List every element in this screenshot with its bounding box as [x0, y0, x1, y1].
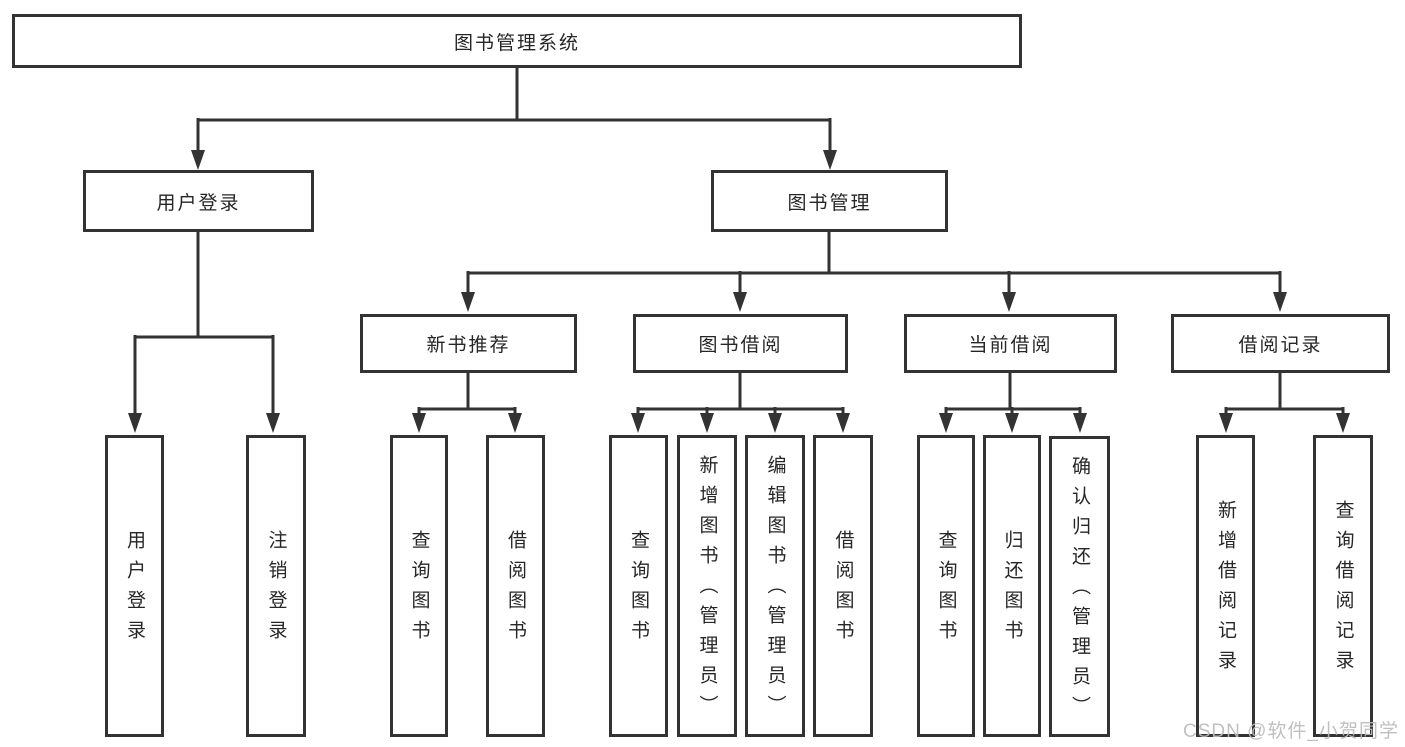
node-leaf-edit-book-admin: 编辑图书（管理员） [745, 435, 805, 737]
node-label: 图书借阅 [698, 335, 783, 356]
node-current-borrowing: 当前借阅 [904, 314, 1117, 373]
node-label: 新增图书（管理员） [696, 455, 718, 725]
node-borrowing-records: 借阅记录 [1171, 314, 1390, 373]
node-label: 用户登录 [124, 530, 145, 650]
node-leaf-query-books-borrowing: 查询图书 [609, 435, 668, 737]
node-book-borrowing: 图书借阅 [633, 314, 848, 373]
node-label: 用户登录 [156, 192, 241, 214]
csdn-watermark: CSDN @软件_小贺同学 [1183, 721, 1399, 742]
node-label: 编辑图书（管理员） [764, 455, 786, 725]
node-leaf-add-book-admin: 新增图书（管理员） [677, 435, 737, 737]
node-label: 查询图书 [628, 530, 649, 650]
node-label: 借阅记录 [1238, 335, 1323, 356]
node-library-management-system: 图书管理系统 [12, 14, 1022, 68]
node-book-management: 图书管理 [711, 170, 948, 232]
node-label: 图书管理系统 [453, 32, 580, 54]
node-label: 注销登录 [265, 530, 287, 650]
node-label: 当前借阅 [968, 335, 1053, 356]
node-label: 图书管理 [787, 192, 872, 214]
node-new-book-recommend: 新书推荐 [360, 314, 577, 373]
node-label: 借阅图书 [832, 530, 854, 650]
node-label: 归还图书 [1001, 530, 1023, 650]
node-leaf-logout-login: 注销登录 [246, 435, 306, 737]
node-user-login: 用户登录 [83, 170, 314, 232]
node-leaf-query-books-recommend: 查询图书 [390, 435, 448, 737]
node-label: 查询图书 [935, 530, 957, 650]
node-leaf-query-borrow-record: 查询借阅记录 [1313, 435, 1373, 737]
node-leaf-borrow-books-recommend: 借阅图书 [486, 435, 545, 737]
node-label: 借阅图书 [505, 530, 526, 650]
node-label: 查询图书 [408, 530, 430, 650]
node-leaf-user-login: 用户登录 [105, 435, 164, 737]
node-label: 查询借阅记录 [1332, 500, 1354, 680]
node-label: 新书推荐 [426, 335, 511, 356]
node-leaf-query-books-current: 查询图书 [917, 435, 975, 737]
node-leaf-add-borrow-record: 新增借阅记录 [1196, 435, 1255, 737]
node-leaf-borrow-books-borrowing: 借阅图书 [813, 435, 873, 737]
node-label: 确认归还（管理员） [1069, 455, 1090, 726]
node-label: 新增借阅记录 [1215, 500, 1236, 680]
node-leaf-return-books: 归还图书 [983, 435, 1041, 737]
node-leaf-confirm-return-admin: 确认归还（管理员） [1049, 436, 1110, 737]
